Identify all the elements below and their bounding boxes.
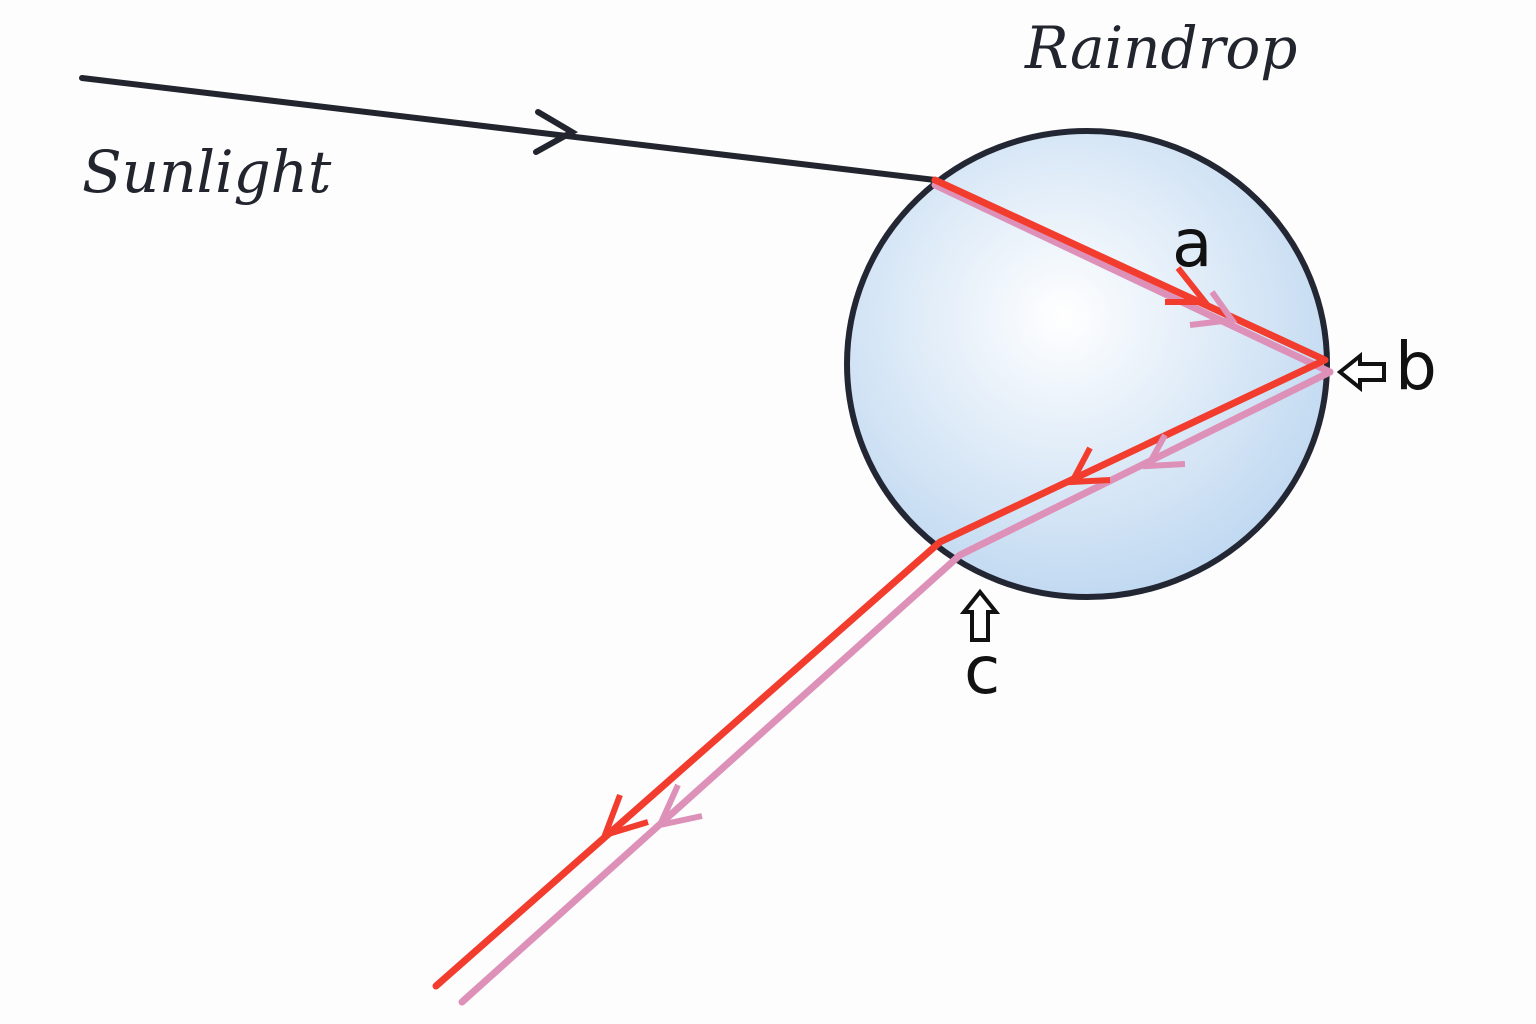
pointer-b-arrow-icon	[1336, 351, 1386, 393]
violet-arrow-icon	[654, 783, 703, 830]
sunlight-label: Sunlight	[82, 138, 332, 206]
sunlight-arrow-icon	[533, 109, 579, 155]
point-a-label: a	[1172, 205, 1213, 282]
red-arrow-icon	[1066, 446, 1111, 486]
raindrop-circle	[844, 128, 1330, 600]
point-c-label: c	[964, 632, 1001, 709]
sunlight-ray	[79, 75, 938, 183]
red-arrow-icon	[1165, 266, 1212, 305]
violet-arrow-icon	[1189, 290, 1238, 328]
red-ray	[432, 176, 1329, 990]
point-b-label: b	[1395, 328, 1437, 405]
raindrop-label: Raindrop	[1025, 14, 1298, 82]
red-arrow-icon	[600, 793, 649, 840]
violet-ray	[458, 181, 1334, 1006]
pointer-c-arrow-icon	[959, 588, 1001, 642]
violet-arrow-icon	[1142, 433, 1186, 470]
